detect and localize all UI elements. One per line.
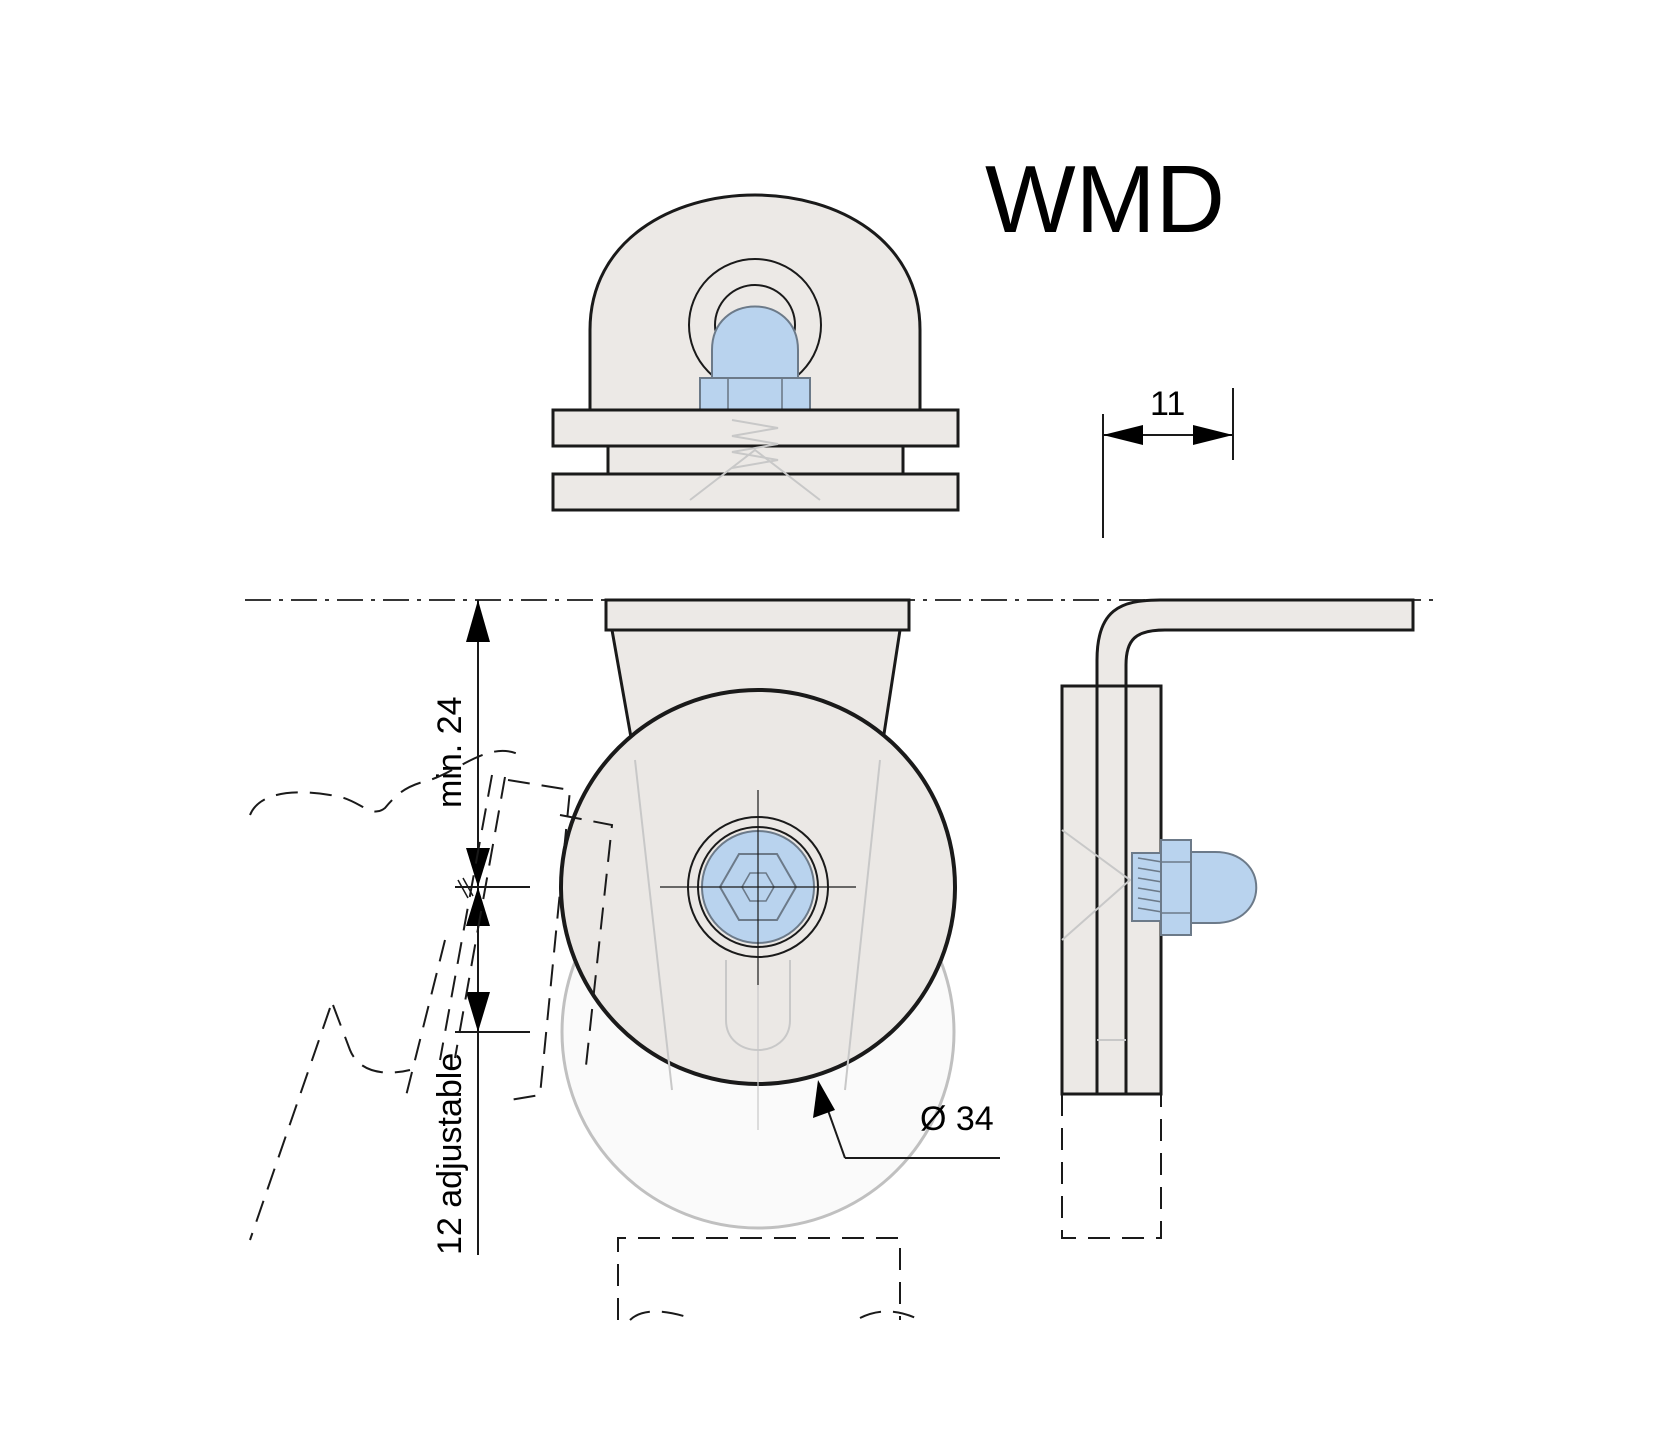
front-view <box>559 598 957 1230</box>
side-view-plate-left <box>1060 684 1099 1096</box>
top-view-cap-nut-dome <box>711 305 799 386</box>
arrow-down-bottom <box>466 992 490 1032</box>
side-view <box>1060 598 1415 1239</box>
side-view-track-dashed <box>1061 1094 1162 1239</box>
leader-arrow <box>813 1080 835 1118</box>
side-view-cap-nut-dome <box>1190 851 1258 924</box>
dimension-min-24-label: min. 24 <box>431 697 469 809</box>
side-view-l-bracket <box>1095 598 1415 688</box>
dimension-11-label: 11 <box>1150 385 1185 423</box>
dimension-11: 11 <box>1102 385 1234 538</box>
arrow-up-top <box>466 600 490 642</box>
dimension-adjustable-12-label: 12 adjustable <box>431 1053 469 1255</box>
dimension-diameter-label: Ø 34 <box>920 1100 994 1138</box>
arrow-up-mid <box>466 887 490 926</box>
product-title: WMD <box>985 146 1225 253</box>
arrow-right <box>1193 425 1233 445</box>
front-view-mount-plate <box>604 598 911 632</box>
top-view-bracket <box>588 193 922 412</box>
arrow-down-mid <box>466 848 490 887</box>
track-outline-dashed <box>617 1237 921 1321</box>
side-view-hex-nut <box>1160 839 1192 936</box>
top-view-lower-plate <box>551 472 960 512</box>
side-view-bracket-leg <box>1095 684 1128 1096</box>
top-view-hex-nut <box>699 377 811 411</box>
rail-outline-dashed <box>249 749 614 1241</box>
dimension-diameter-34: Ø 34 <box>813 1080 1000 1159</box>
dimension-vertical: min. 24 12 adjustable <box>431 600 530 1255</box>
arrow-left <box>1103 425 1143 445</box>
top-view <box>551 193 960 512</box>
